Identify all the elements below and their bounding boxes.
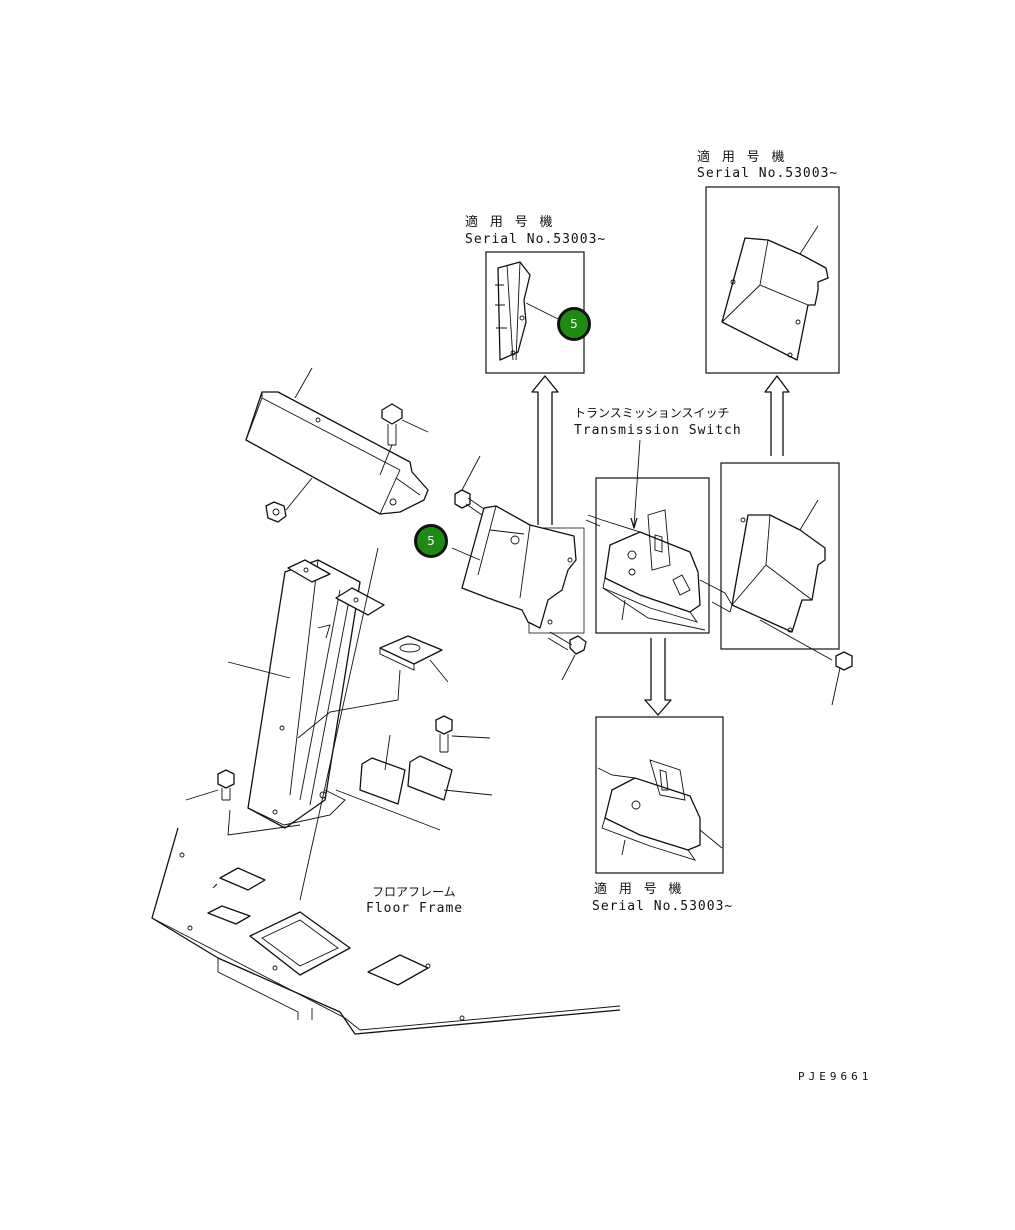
bolt-upper — [379, 403, 429, 476]
serial-label-bottom-jp: 適 用 号 機 — [594, 882, 684, 897]
transmission-switch-label-en: Transmission Switch — [574, 423, 742, 438]
callout-5-inset: 5 — [557, 307, 591, 341]
bolt-lower-center — [547, 631, 587, 681]
arrow-up-mid — [531, 375, 559, 525]
arrow-down-switch — [644, 638, 672, 716]
bolt-right — [831, 651, 853, 706]
callout-5-center: 5 — [414, 524, 448, 558]
inset-box-switch — [595, 477, 710, 634]
floor-frame — [151, 827, 621, 1035]
steering-column-stand — [227, 547, 385, 901]
plate — [297, 635, 449, 739]
inset-box-right-cover — [720, 462, 840, 650]
inset-box-switch-bottom — [595, 716, 724, 874]
inset-box-top-right — [705, 186, 840, 374]
nut-left — [265, 477, 313, 523]
upper-console-cover — [245, 367, 429, 515]
inset-cover-top-right — [721, 225, 829, 361]
inset-side-bracket — [495, 261, 561, 361]
serial-label-top-mid-en: Serial No.53003~ — [465, 232, 607, 247]
bolt-floor-left — [185, 769, 301, 836]
bolt-floor-mid — [435, 715, 491, 753]
serial-label-top-right-jp: 適 用 号 機 — [697, 150, 787, 165]
pads — [335, 734, 493, 831]
transmission-switch-bottom — [597, 759, 723, 861]
floor-frame-label-en: Floor Frame — [366, 901, 464, 916]
transmission-switch-label-jp: トランスミッションスイッチ — [574, 406, 730, 420]
serial-label-top-right-en: Serial No.53003~ — [697, 166, 839, 181]
drawing-number: PJE9661 — [798, 1070, 873, 1083]
floor-frame-label-jp: フロアフレーム — [372, 885, 456, 899]
serial-label-top-mid-jp: 適 用 号 機 — [465, 215, 555, 230]
center-cover — [451, 505, 577, 629]
arrow-up-right — [764, 375, 790, 456]
transmission-switch — [585, 439, 733, 631]
inset-cover-right — [731, 499, 833, 661]
serial-label-bottom-en: Serial No.53003~ — [592, 899, 734, 914]
